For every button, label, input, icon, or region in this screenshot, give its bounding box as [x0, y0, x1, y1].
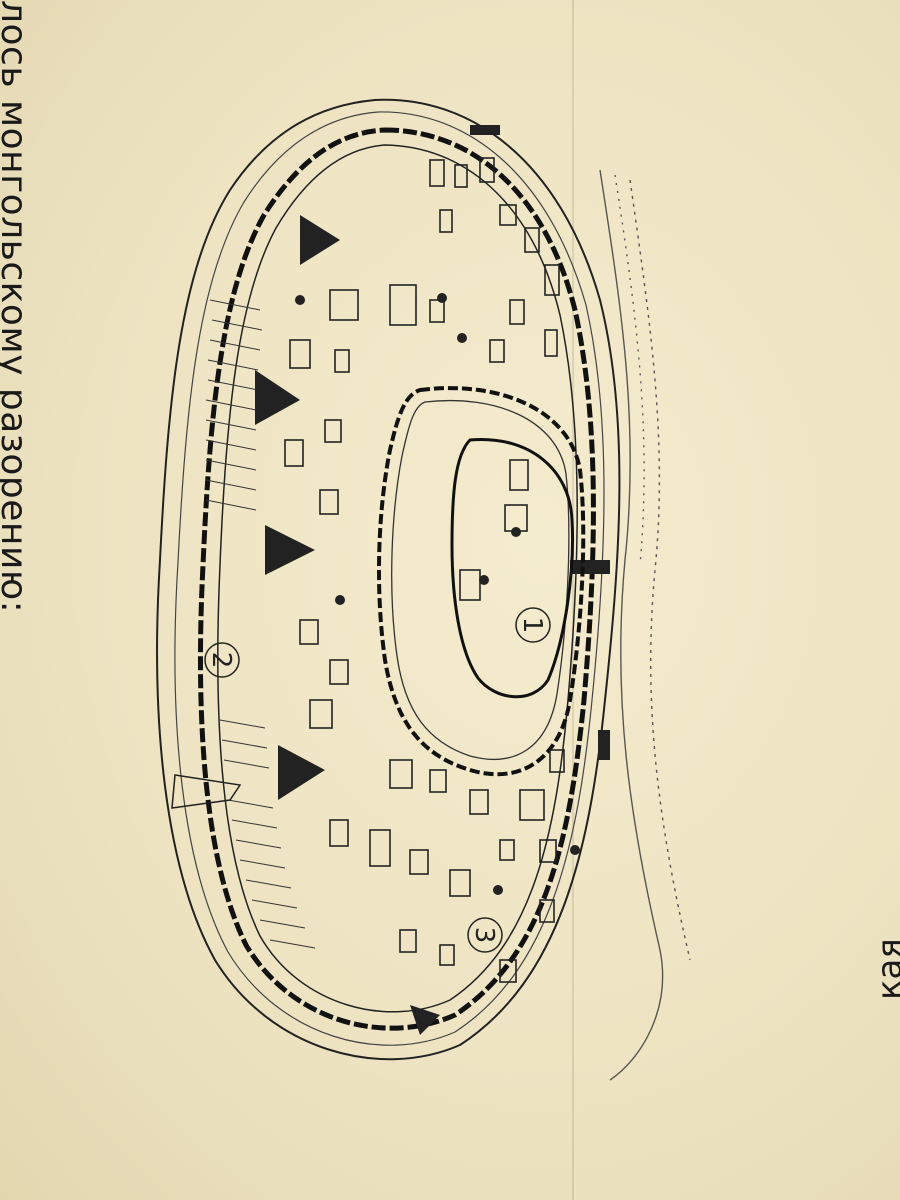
marker-1: 1	[515, 607, 551, 643]
inner-wall	[376, 386, 586, 777]
page-fold	[572, 0, 574, 1200]
wall-hatching	[205, 299, 316, 949]
gate	[171, 774, 242, 809]
marker-1-label: 1	[517, 617, 547, 634]
towers	[255, 125, 610, 1035]
outer-wall	[197, 127, 596, 1031]
citadel-wall	[450, 438, 574, 699]
river	[599, 169, 691, 1081]
marker-2-label: 2	[206, 652, 236, 669]
marker-3-label: 3	[469, 927, 499, 944]
churches	[295, 293, 580, 895]
buildings	[284, 157, 565, 983]
outer-moat	[156, 98, 621, 1061]
marker-3: 3	[467, 917, 503, 953]
marker-2: 2	[204, 642, 240, 678]
